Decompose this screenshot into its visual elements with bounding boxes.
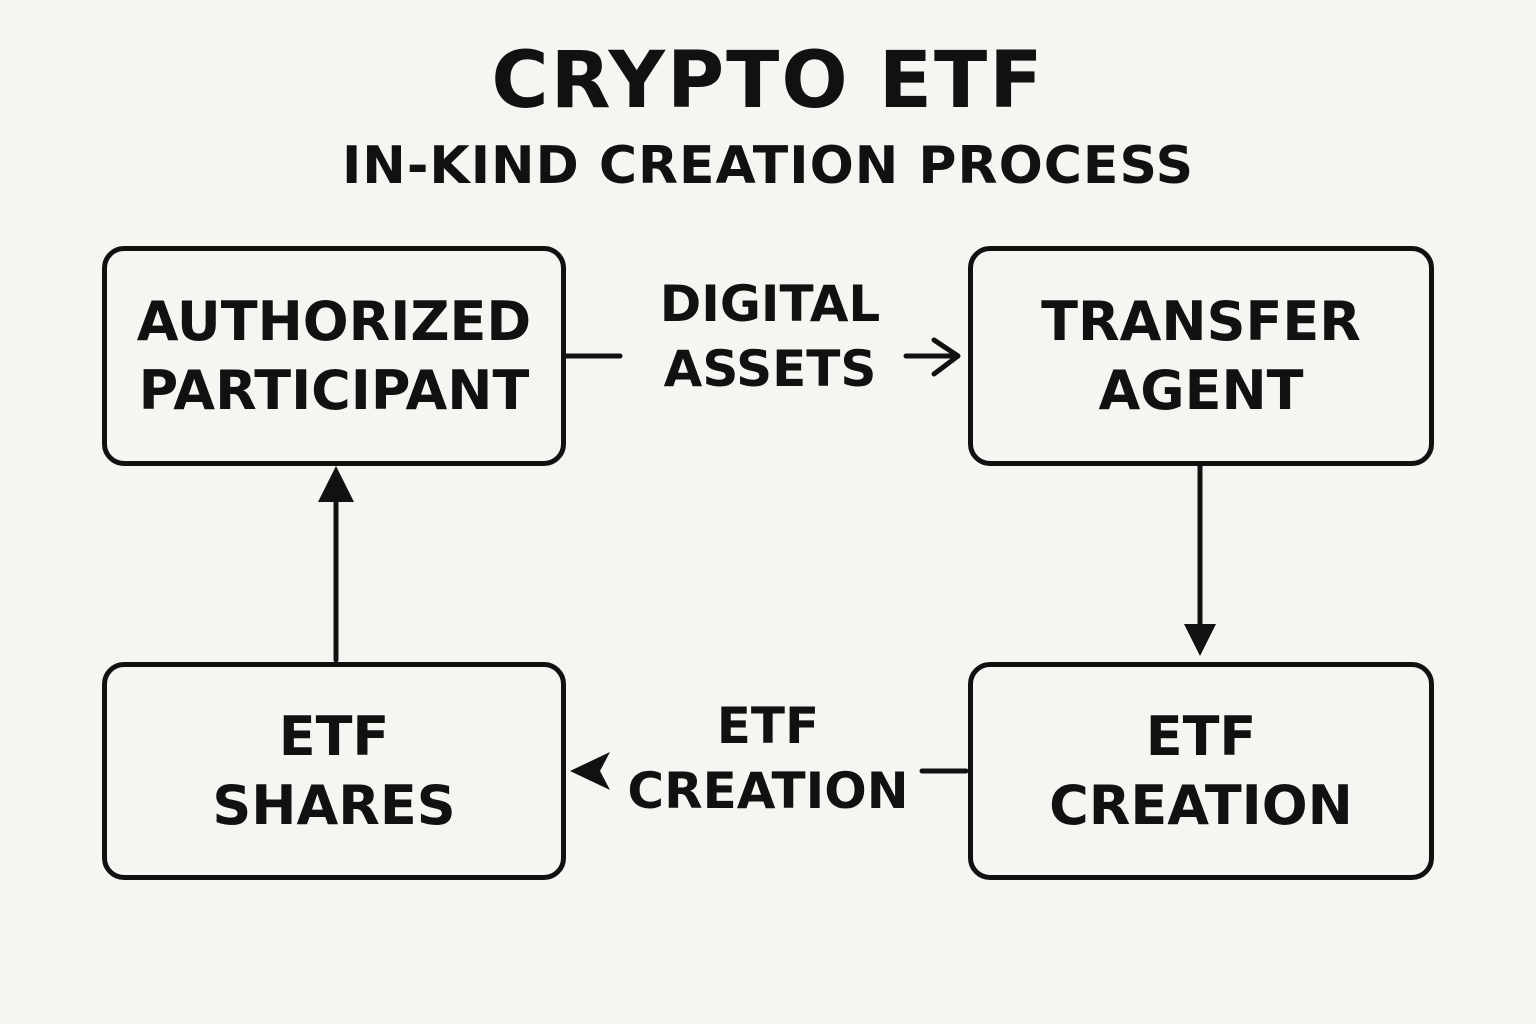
connector-ap-to-ta-arrowhead (931, 337, 961, 377)
node-authorized-participant-line2: PARTICIPANT (138, 359, 530, 422)
node-etf-shares-line2: SHARES (212, 774, 456, 837)
diagram-title: CRYPTO ETF (491, 36, 1045, 126)
node-authorized-participant: AUTHORIZED PARTICIPANT (102, 246, 566, 466)
node-etf-creation: ETF CREATION (968, 662, 1434, 880)
node-authorized-participant-line1: AUTHORIZED (136, 289, 532, 353)
edge-label-etf-creation-line2: CREATION (627, 762, 909, 820)
node-etf-shares-line1: ETF (278, 704, 390, 768)
diagram-subtitle: IN-KIND CREATION PROCESS (341, 136, 1195, 196)
node-transfer-agent: TRANSFER AGENT (968, 246, 1434, 466)
edge-label-etf-creation-line1: ETF (716, 697, 820, 755)
edge-label-digital-assets-line1: DIGITAL (659, 275, 881, 333)
node-transfer-agent-line2: AGENT (1098, 359, 1304, 422)
node-etf-creation-line1: ETF (1145, 704, 1257, 768)
connector-es-to-ap-arrowhead (318, 466, 354, 502)
edge-label-etf-creation: ETF CREATION (618, 694, 918, 824)
node-etf-shares: ETF SHARES (102, 662, 566, 880)
node-transfer-agent-line1: TRANSFER (1041, 289, 1361, 353)
edge-label-digital-assets-line2: ASSETS (663, 340, 877, 398)
edge-label-digital-assets: DIGITAL ASSETS (620, 272, 920, 402)
node-etf-creation-line2: CREATION (1049, 774, 1353, 837)
connector-ec-to-es-arrowhead (570, 752, 610, 790)
connector-ta-to-ec-arrowhead (1184, 624, 1216, 656)
